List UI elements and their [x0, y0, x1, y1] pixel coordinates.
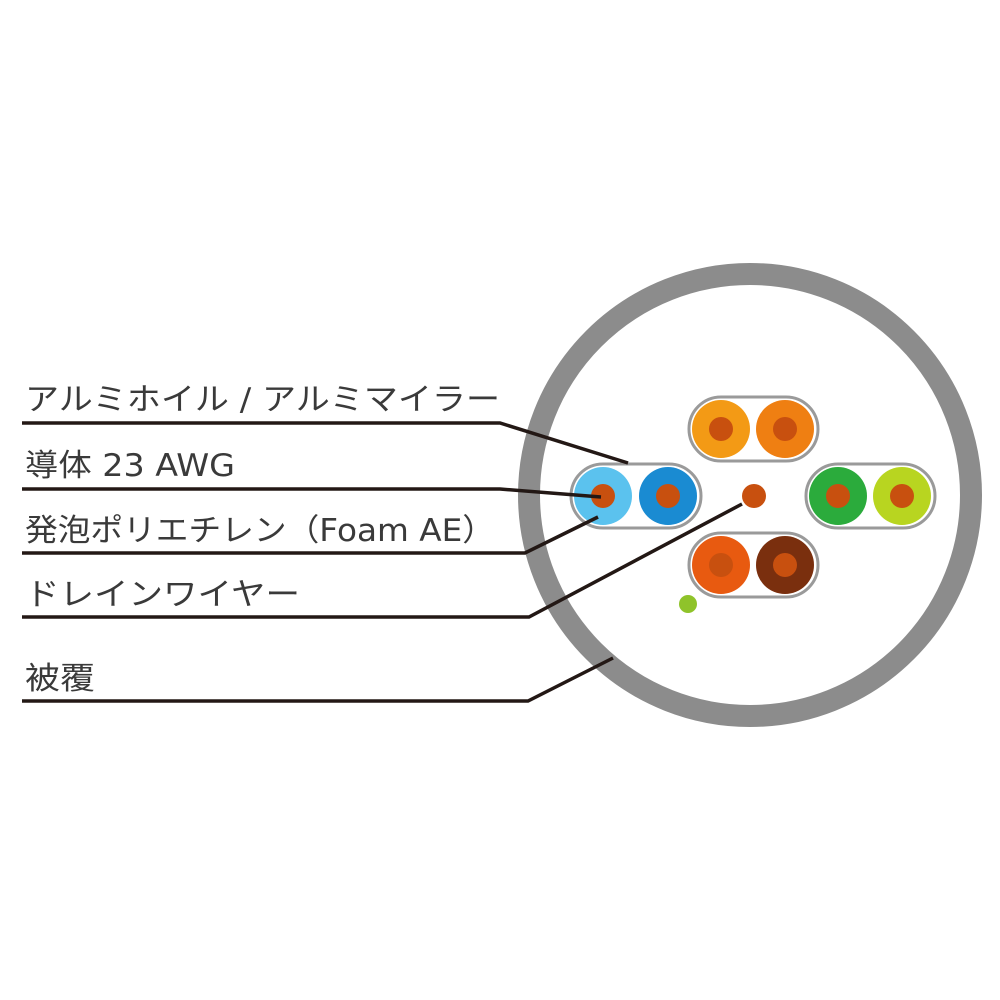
wire-green-white-conductor: [890, 484, 914, 508]
wire-orange-conductor: [773, 417, 797, 441]
label-insulation: 発泡ポリエチレン（Foam AE）: [25, 513, 495, 549]
wire-orange-white-conductor: [709, 417, 733, 441]
leader-line-drain-wire: [22, 502, 743, 619]
leader-line-jacket: [22, 656, 614, 703]
leader-line-insulation: [22, 515, 599, 555]
wire-brown-white-conductor: [709, 553, 733, 577]
wire-blue-white-conductor: [591, 484, 615, 508]
label-drain-wire: ドレインワイヤー: [25, 577, 300, 613]
drain-wire-center: [742, 484, 766, 508]
label-conductor: 導体 23 AWG: [25, 448, 235, 484]
leader-lines: [22, 421, 743, 703]
leader-line-conductor: [22, 487, 602, 499]
jacket-ring: [518, 263, 982, 727]
pair-blue: [569, 462, 703, 530]
pair-green: [804, 462, 937, 530]
label-shield: アルミホイル / アルミマイラー: [25, 382, 500, 418]
label-jacket: 被覆: [25, 661, 95, 697]
leader-line-shield: [22, 421, 629, 465]
filler-dot: [679, 595, 697, 613]
wire-blue-conductor: [656, 484, 680, 508]
wire-brown-conductor: [773, 553, 797, 577]
wire-green-conductor: [826, 484, 850, 508]
pair-brown: [687, 531, 820, 599]
pair-orange: [687, 395, 820, 463]
